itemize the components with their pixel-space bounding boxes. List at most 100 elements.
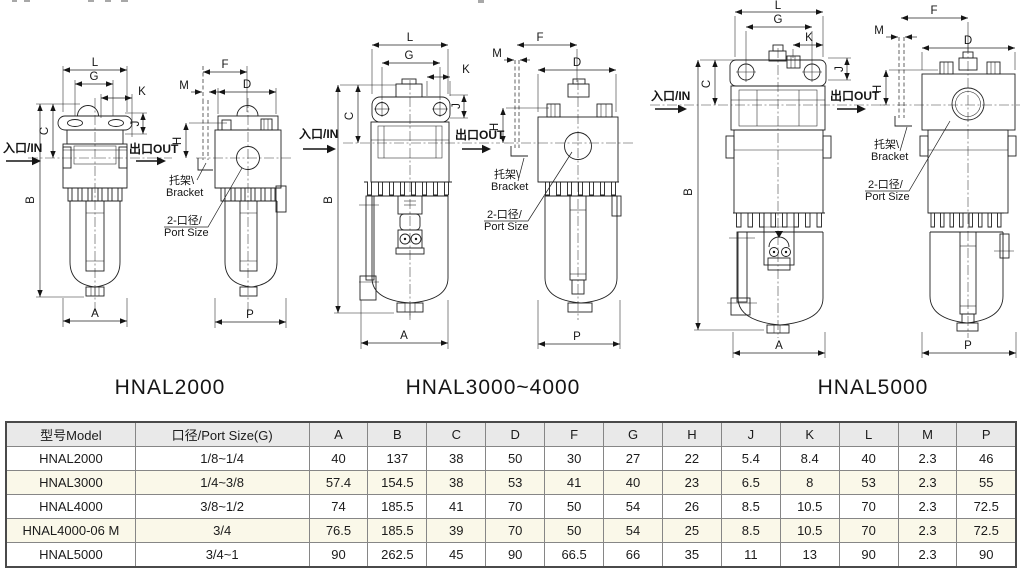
model-cell: HNAL4000-06 M [5, 518, 136, 543]
dim-value-cell: 2.3 [897, 494, 958, 519]
drawings-area: L G K J C B A F D [3, 0, 1020, 399]
dim-value-cell: 8 [779, 470, 840, 495]
dim-label-a: A [400, 330, 408, 342]
hnal5000-annotations: 入口/IN 出口OUT 托架\ Bracket 2-口径/ Port Size [651, 88, 951, 203]
dim-value-cell: 38 [426, 470, 487, 495]
dim-label-d: D [573, 57, 581, 69]
model-cell: HNAL2000 [5, 446, 136, 471]
inlet-label: 入口/IN [3, 141, 42, 155]
dim-label-p: P [573, 331, 581, 343]
dim-value-cell: 8.5 [720, 494, 781, 519]
dim-value-cell: 57.4 [308, 470, 369, 495]
dim-value-cell: 6.5 [720, 470, 781, 495]
dim-value-cell: 2.3 [897, 470, 958, 495]
dim-value-cell: 27 [603, 446, 663, 471]
dim-value-cell: 53 [485, 470, 546, 495]
dim-label-p: P [964, 340, 972, 352]
bracket-label-en: Bracket [871, 151, 908, 163]
drawing-hnal5000: L G K J C B A M F D [650, 0, 1020, 399]
dim-value-cell: 262.5 [367, 542, 428, 568]
bracket-label-cn: 托架\ [494, 167, 520, 181]
dim-label-g: G [774, 14, 783, 26]
dim-label-d: D [964, 35, 972, 47]
dim-value-cell: 40 [603, 470, 663, 495]
dim-value-cell: 40 [838, 446, 899, 471]
dim-label-m: M [874, 25, 884, 37]
hnal3000-dimensions: L G K J C B A M F D [323, 32, 621, 349]
outlet-arrow-icon [482, 144, 491, 154]
hnal3000-annotations: 入口/IN 出口OUT 托架\ Bracket 2-口径/ Port Size [299, 127, 573, 233]
dim-value-cell: 45 [426, 542, 487, 568]
inlet-label: 入口/IN [299, 127, 338, 141]
hnal2000-side-view [197, 100, 287, 297]
hnal5000-centerlines [650, 44, 1020, 338]
bracket-label-cn: 托架\ [874, 137, 900, 151]
dim-value-cell: 25 [661, 518, 722, 543]
spec-col-header: J [720, 421, 781, 447]
dim-value-cell: 41 [544, 470, 605, 495]
dim-value-cell: 50 [544, 518, 605, 543]
spec-col-header: A [308, 421, 369, 447]
dim-value-cell: 35 [661, 542, 722, 568]
dim-label-c: C [39, 127, 51, 135]
dim-value-cell: 70 [838, 494, 899, 519]
spec-col-header: 型号Model [5, 421, 136, 447]
drawing-caption: HNAL3000~4000 [406, 376, 581, 399]
dim-value-cell: 13 [779, 542, 840, 568]
dim-label-d: D [243, 79, 251, 91]
dim-label-m: M [492, 48, 502, 60]
drawing-hnal3000-4000: L G K J C B A M F D [299, 32, 634, 399]
port-size-label-cn: 2-口径/ [167, 214, 203, 227]
dim-value-cell: 2.3 [897, 518, 958, 543]
dim-value-cell: 39 [426, 518, 487, 543]
dim-value-cell: 22 [661, 446, 722, 471]
bracket-label-en: Bracket [166, 187, 203, 199]
hnal3000-centerlines [343, 80, 634, 320]
dim-value-cell: 70 [838, 518, 899, 543]
dim-value-cell: 54 [603, 494, 663, 519]
dim-label-f: F [930, 5, 937, 17]
dim-value-cell: 23 [661, 470, 722, 495]
dim-value-cell: 3/8~1/2 [134, 494, 310, 519]
hnal3000-side-view [510, 60, 622, 313]
inlet-arrow-icon [678, 104, 687, 114]
inlet-arrow-icon [327, 144, 336, 154]
hnal2000-annotations: 入口/IN 出口OUT 托架\ Bracket 2-口径/ Port Size [3, 141, 243, 239]
hnal2000-front-view [57, 105, 133, 297]
hnal5000-side-view [894, 37, 1017, 332]
dim-value-cell: 1/8~1/4 [134, 446, 310, 471]
dim-label-k: K [462, 64, 470, 76]
inlet-arrow-icon [32, 156, 41, 166]
dim-value-cell: 50 [485, 446, 546, 471]
dim-label-h: H [489, 123, 501, 131]
dim-value-cell: 1/4~3/8 [134, 470, 310, 495]
dim-value-cell: 90 [308, 542, 369, 568]
dim-value-cell: 11 [720, 542, 781, 568]
dim-value-cell: 76.5 [308, 518, 369, 543]
dim-label-f: F [536, 32, 543, 44]
dim-value-cell: 50 [544, 494, 605, 519]
dim-value-cell: 8.4 [779, 446, 840, 471]
outlet-label: 出口OUT [129, 141, 179, 156]
drawing-caption: HNAL2000 [115, 376, 226, 399]
spec-col-header: G [603, 421, 663, 447]
dim-value-cell: 40 [308, 446, 369, 471]
outlet-arrow-icon [157, 156, 166, 166]
drawing-hnal2000: L G K J C B A F D [3, 57, 293, 399]
drawing-caption: HNAL5000 [818, 376, 929, 399]
dim-label-f: F [221, 59, 228, 71]
dim-label-g: G [90, 71, 99, 83]
dim-label-p: P [246, 309, 254, 321]
dim-label-b: B [323, 196, 335, 204]
port-size-label-cn: 2-口径/ [487, 208, 523, 221]
dim-value-cell: 185.5 [367, 494, 428, 519]
spec-col-header: B [367, 421, 428, 447]
dim-label-l: L [775, 0, 782, 12]
